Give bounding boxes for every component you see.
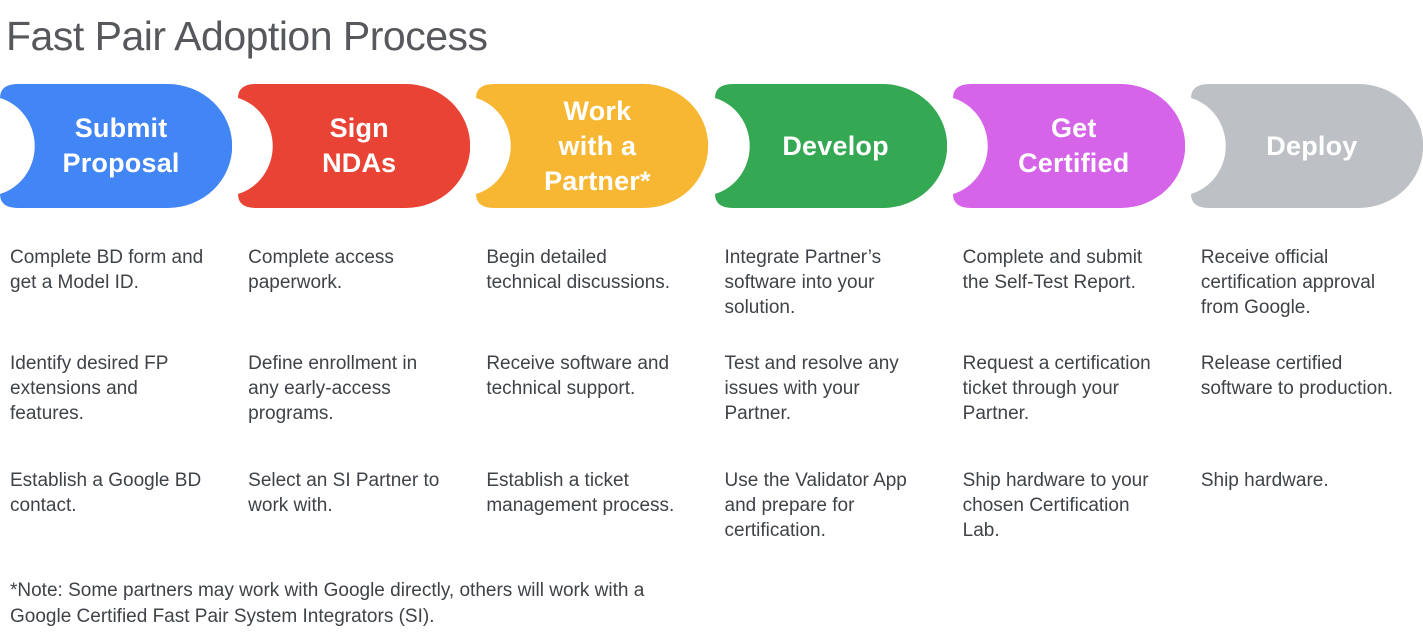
stage-chevron: Deploy (1190, 84, 1423, 208)
stage-chevron: Work with a Partner* (476, 84, 709, 208)
stage-label: Sign NDAs (322, 113, 397, 178)
stage-desc: Request a certification ticket through y… (962, 353, 1151, 424)
stage-label: Submit Proposal (62, 113, 180, 178)
stage-column-sign-ndas: Sign NDAs Complete access paperwork. Def… (238, 84, 471, 578)
stage-desc: Define enrollment in any early-access pr… (248, 353, 418, 424)
stage-desc: Complete BD form and get a Model ID. (10, 247, 204, 293)
stage-shape (714, 84, 947, 208)
stage-column-work-with-partner: Work with a Partner* Begin detailed tech… (476, 84, 709, 578)
stage-chevron: Sign NDAs (238, 84, 471, 208)
process-flow: Submit Proposal Complete BD form and get… (0, 84, 1423, 578)
page-title: Fast Pair Adoption Process (6, 13, 488, 59)
stage-desc: Complete and submit the Self-Test Report… (962, 247, 1143, 293)
stage-desc: Release certified software to production… (1200, 353, 1394, 399)
stage-shape-svg (238, 84, 471, 208)
stage-shape-svg (714, 84, 947, 208)
stage-shape (1190, 84, 1423, 208)
stage-label: Work with a Partner* (544, 95, 651, 196)
stage-desc: Use the Validator App and prepare for ce… (724, 470, 907, 541)
stage-desc: Establish a Google BD contact. (10, 470, 202, 516)
stage-chevron: Develop (714, 84, 947, 208)
stage-chevron: Get Certified (952, 84, 1185, 208)
stage-desc: Integrate Partner’s software into your s… (724, 247, 882, 318)
footnote: *Note: Some partners may work with Googl… (10, 580, 645, 627)
stage-desc: Complete access paperwork. (248, 247, 394, 293)
stage-column-get-certified: Get Certified Complete and submit the Se… (952, 84, 1185, 578)
stage-desc: Begin detailed technical discussions. (486, 247, 671, 293)
stage-shape (952, 84, 1185, 208)
stage-shape-svg (476, 84, 709, 208)
stage-column-develop: Develop Integrate Partner’s software int… (714, 84, 947, 578)
stage-label: Get Certified (1018, 113, 1130, 178)
stage-desc: Identify desired FP extensions and featu… (10, 353, 169, 424)
stage-desc: Receive official certification approval … (1200, 247, 1376, 318)
stage-column-submit-proposal: Submit Proposal Complete BD form and get… (0, 84, 233, 578)
stage-column-deploy: Deploy Receive official certification ap… (1190, 84, 1423, 578)
stage-desc: Select an SI Partner to work with. (248, 470, 440, 516)
stage-desc: Receive software and technical support. (486, 353, 670, 399)
stage-shape-svg (0, 84, 233, 208)
stage-shape-svg (952, 84, 1185, 208)
stage-label: Develop (782, 130, 889, 161)
stage-label: Deploy (1266, 130, 1358, 161)
stage-chevron: Submit Proposal (0, 84, 233, 208)
stage-shape (238, 84, 471, 208)
stage-desc: Ship hardware to your chosen Certificati… (962, 470, 1149, 541)
stage-desc: Ship hardware. (1200, 470, 1329, 491)
stage-shape-svg (1190, 84, 1423, 208)
stage-desc: Test and resolve any issues with your Pa… (724, 353, 899, 424)
stage-desc: Establish a ticket management process. (486, 470, 675, 516)
stage-shape (0, 84, 233, 208)
stage-shape (476, 84, 709, 208)
